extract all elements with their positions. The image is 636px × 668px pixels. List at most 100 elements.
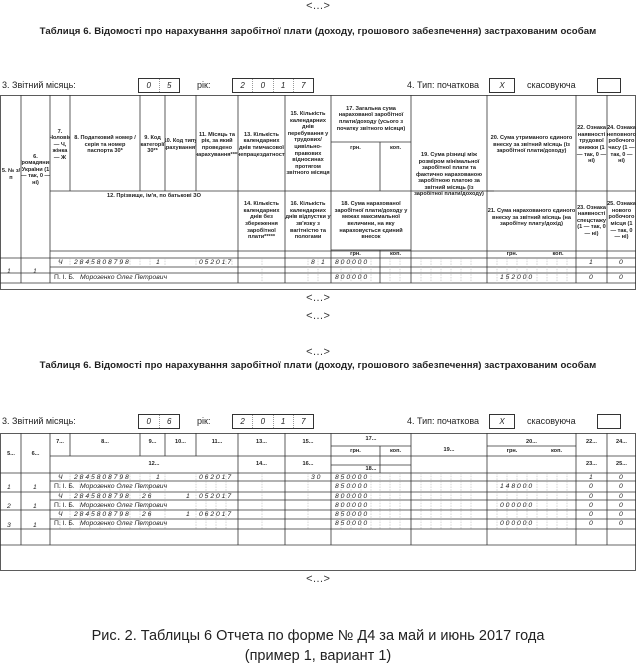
row-gender: Ч: [58, 493, 63, 500]
table6-title-june: Таблиця 6. Відомості про нарахування зар…: [39, 360, 597, 371]
row-category[interactable]: 2 6: [142, 511, 152, 518]
row-newplace[interactable]: 0: [619, 274, 623, 281]
header-20: 20...: [526, 438, 537, 445]
table6-may-grid: [0, 95, 636, 290]
row-max-sum[interactable]: 8 5 0 0 0 0: [335, 520, 368, 527]
table6-may: 5. № з/п 6. Громадянин України (1 — так,…: [0, 95, 636, 290]
type-label: 4. Тип: початкова: [407, 80, 480, 90]
row-category[interactable]: 1: [156, 259, 160, 266]
row-pib[interactable]: Морозенко Олег Петрович: [80, 502, 168, 509]
header-11: 11. Місяць та рік, за який проведено нар…: [196, 131, 238, 158]
row-category[interactable]: 1: [156, 474, 160, 481]
header-20-grn: грн.: [506, 447, 518, 454]
row-tax-number[interactable]: 2 8 4 5 8 0 8 7 9 8: [74, 511, 129, 518]
table6-june: 5... 6... 7... 8... 9... 10... 11... 13.…: [0, 433, 636, 571]
report-month-label: 3. Звітний місяць:: [2, 80, 76, 90]
row-total-sum[interactable]: 8 0 0 0 0 0: [335, 493, 368, 500]
row-special[interactable]: 0: [589, 483, 593, 490]
row-total-sum[interactable]: 8 5 0 0 0 0: [335, 474, 368, 481]
header-12: 12. Прізвище, ім'я, по батькові ЗО: [107, 192, 201, 199]
row-days[interactable]: 3 0: [311, 474, 321, 481]
row-accrual-type[interactable]: 1: [186, 511, 190, 518]
header-23: 23...: [586, 460, 597, 467]
header-6: 6...: [31, 450, 40, 457]
row-citizen: 1: [33, 484, 37, 491]
row-newplace[interactable]: 0: [619, 483, 623, 490]
header-17: 17. Загальна сума нарахованої заробітної…: [336, 105, 406, 132]
type-initial-checkbox[interactable]: X: [489, 78, 515, 93]
row-special[interactable]: 0: [589, 520, 593, 527]
row-month-year[interactable]: 0 6 2 0 1 7: [199, 511, 232, 518]
header-25: 25. Ознака нового робочого місця (1 — та…: [607, 201, 636, 241]
row-workbook[interactable]: 1: [589, 259, 593, 266]
row-gender: Ч: [58, 511, 63, 518]
row-days[interactable]: 8: [311, 259, 315, 266]
type-cancel-checkbox[interactable]: [597, 78, 621, 93]
row-pib[interactable]: Морозенко Олег Петрович: [80, 483, 168, 490]
row-parttime[interactable]: 0: [619, 474, 623, 481]
header-9: 9. Код категорії 30**: [140, 135, 165, 155]
row-parttime[interactable]: 0: [619, 511, 623, 518]
header-17: 17...: [365, 435, 377, 442]
row-special[interactable]: 0: [589, 502, 593, 509]
row-tax-number[interactable]: 2 8 4 5 8 0 8 7 9 8: [74, 259, 129, 266]
type-initial-checkbox[interactable]: X: [489, 414, 515, 429]
row-month-year[interactable]: 0 5 2 0 1 7: [199, 259, 232, 266]
row-special[interactable]: 0: [589, 274, 593, 281]
header-14: 14...: [256, 460, 267, 467]
header-20-grn: грн.: [506, 251, 518, 258]
row-number: 1: [7, 268, 11, 275]
figure-caption-line1: Рис. 2. Таблицы 6 Отчета по форме № Д4 з…: [91, 628, 545, 644]
row-contribution[interactable]: 1 4 8 0 0 0: [500, 483, 533, 490]
row-days-b[interactable]: 1: [321, 259, 325, 266]
row-total-sum[interactable]: 8 5 0 0 0 0: [335, 511, 368, 518]
header-22: 22...: [586, 438, 597, 445]
row-accrual-type[interactable]: 1: [186, 493, 190, 500]
header-10: 10. Код типу нарахування***: [165, 138, 196, 151]
row-category[interactable]: 2 6: [142, 493, 152, 500]
row-pib[interactable]: Морозенко Олег Петрович: [80, 274, 168, 281]
row-max-sum[interactable]: 8 0 0 0 0 0: [335, 274, 368, 281]
report-month-label: 3. Звітний місяць:: [2, 416, 76, 426]
row-month-year[interactable]: 0 5 2 0 1 7: [199, 493, 232, 500]
row-citizen: 1: [33, 503, 37, 510]
row-newplace[interactable]: 0: [619, 520, 623, 527]
row-parttime[interactable]: 0: [619, 259, 623, 266]
header-13: 13...: [256, 438, 267, 445]
row-contribution[interactable]: 1 5 2 0 0 0: [500, 274, 533, 281]
type-cancel-label: скасовуюча: [527, 416, 576, 426]
header-17-kop: коп.: [389, 447, 402, 454]
row-pib-label: П. І. Б.: [54, 502, 75, 509]
header-18-grn: грн.: [350, 251, 361, 258]
header-10: 10...: [175, 438, 186, 445]
header-11: 11...: [211, 438, 223, 445]
header-18-kop: коп.: [389, 251, 402, 258]
row-tax-number[interactable]: 2 8 4 5 8 0 8 7 9 8: [74, 493, 129, 500]
row-workbook[interactable]: 1: [589, 474, 593, 481]
row-newplace[interactable]: 0: [619, 502, 623, 509]
row-pib[interactable]: Морозенко Олег Петрович: [80, 520, 168, 527]
header-13: 13. Кількість календарних днів тимчасово…: [238, 131, 285, 158]
row-workbook[interactable]: 0: [589, 511, 593, 518]
table6-title-may: Таблиця 6. Відомості про нарахування зар…: [39, 26, 597, 37]
header-24: 24...: [616, 438, 627, 445]
header-17-grn: грн.: [350, 447, 361, 454]
type-cancel-checkbox[interactable]: [597, 414, 621, 429]
row-parttime[interactable]: 0: [619, 493, 623, 500]
row-workbook[interactable]: 0: [589, 493, 593, 500]
row-tax-number[interactable]: 2 8 4 5 8 0 8 7 9 8: [74, 474, 129, 481]
header-20-kop: коп.: [552, 251, 564, 258]
row-max-sum[interactable]: 8 5 0 0 0 0: [335, 483, 368, 490]
row-max-sum[interactable]: 8 0 0 0 0 0: [335, 502, 368, 509]
row-contribution[interactable]: 0 0 0 0 0 0: [500, 502, 533, 509]
row-contribution[interactable]: 0 0 0 0 0 0: [500, 520, 533, 527]
header-24: 24. Ознака неповного робочого часу (1 — …: [607, 125, 636, 165]
row-total-sum[interactable]: 8 0 0 0 0 0: [335, 259, 368, 266]
row-month-year[interactable]: 0 6 2 0 1 7: [199, 474, 232, 481]
header-8: 8...: [101, 438, 109, 445]
table6-june-grid: [0, 433, 636, 571]
